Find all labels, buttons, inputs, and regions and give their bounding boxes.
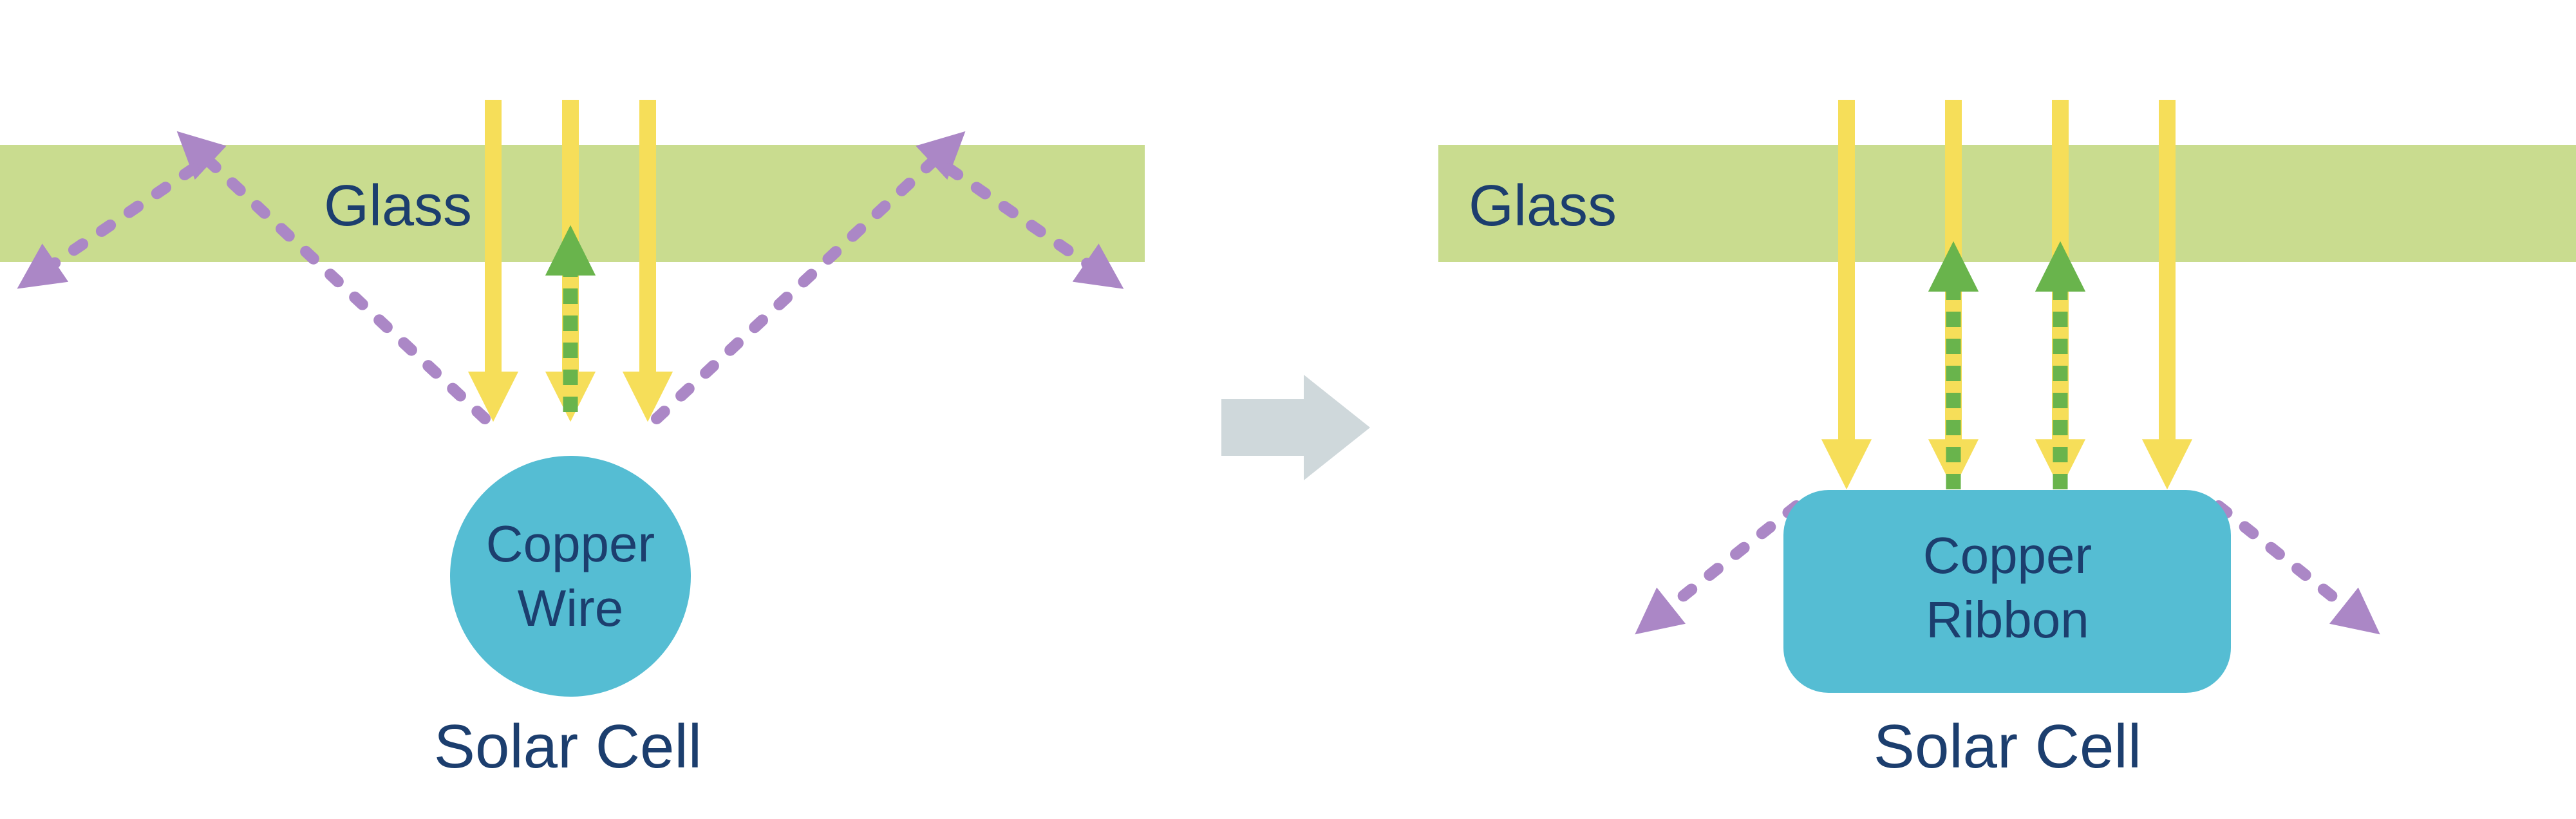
glass-layer <box>1438 145 2576 262</box>
left-diagram: Glass Copper Wire Solar Cell <box>0 100 1145 781</box>
conductor-label-line2: Wire <box>518 579 623 637</box>
scattered-light-group <box>17 131 1124 424</box>
solar-cell-caption: Solar Cell <box>434 712 702 781</box>
conductor-label-line1: Copper <box>486 515 655 572</box>
scattered-light-arrow <box>2213 500 2380 635</box>
scattered-light-arrow <box>651 131 966 424</box>
conductor-label-line1: Copper <box>1923 527 2092 584</box>
glass-label: Glass <box>324 174 472 238</box>
copper-wire <box>450 456 691 697</box>
transition-arrow-icon <box>1221 375 1370 480</box>
scattered-light-arrow <box>176 131 491 424</box>
right-diagram: Glass Copper Ribbon Solar Cell <box>1438 100 2576 781</box>
glass-label: Glass <box>1469 174 1617 238</box>
copper-ribbon <box>1783 490 2231 693</box>
solar-cell-caption: Solar Cell <box>1874 712 2141 781</box>
conductor-label-line2: Ribbon <box>1926 591 2089 648</box>
scattered-light-arrow <box>943 163 1124 289</box>
scattered-light-group <box>1635 500 2380 635</box>
reflected-light-group <box>1928 241 2086 489</box>
scattered-light-arrow <box>17 163 199 289</box>
scattered-light-arrow <box>1635 500 1802 635</box>
